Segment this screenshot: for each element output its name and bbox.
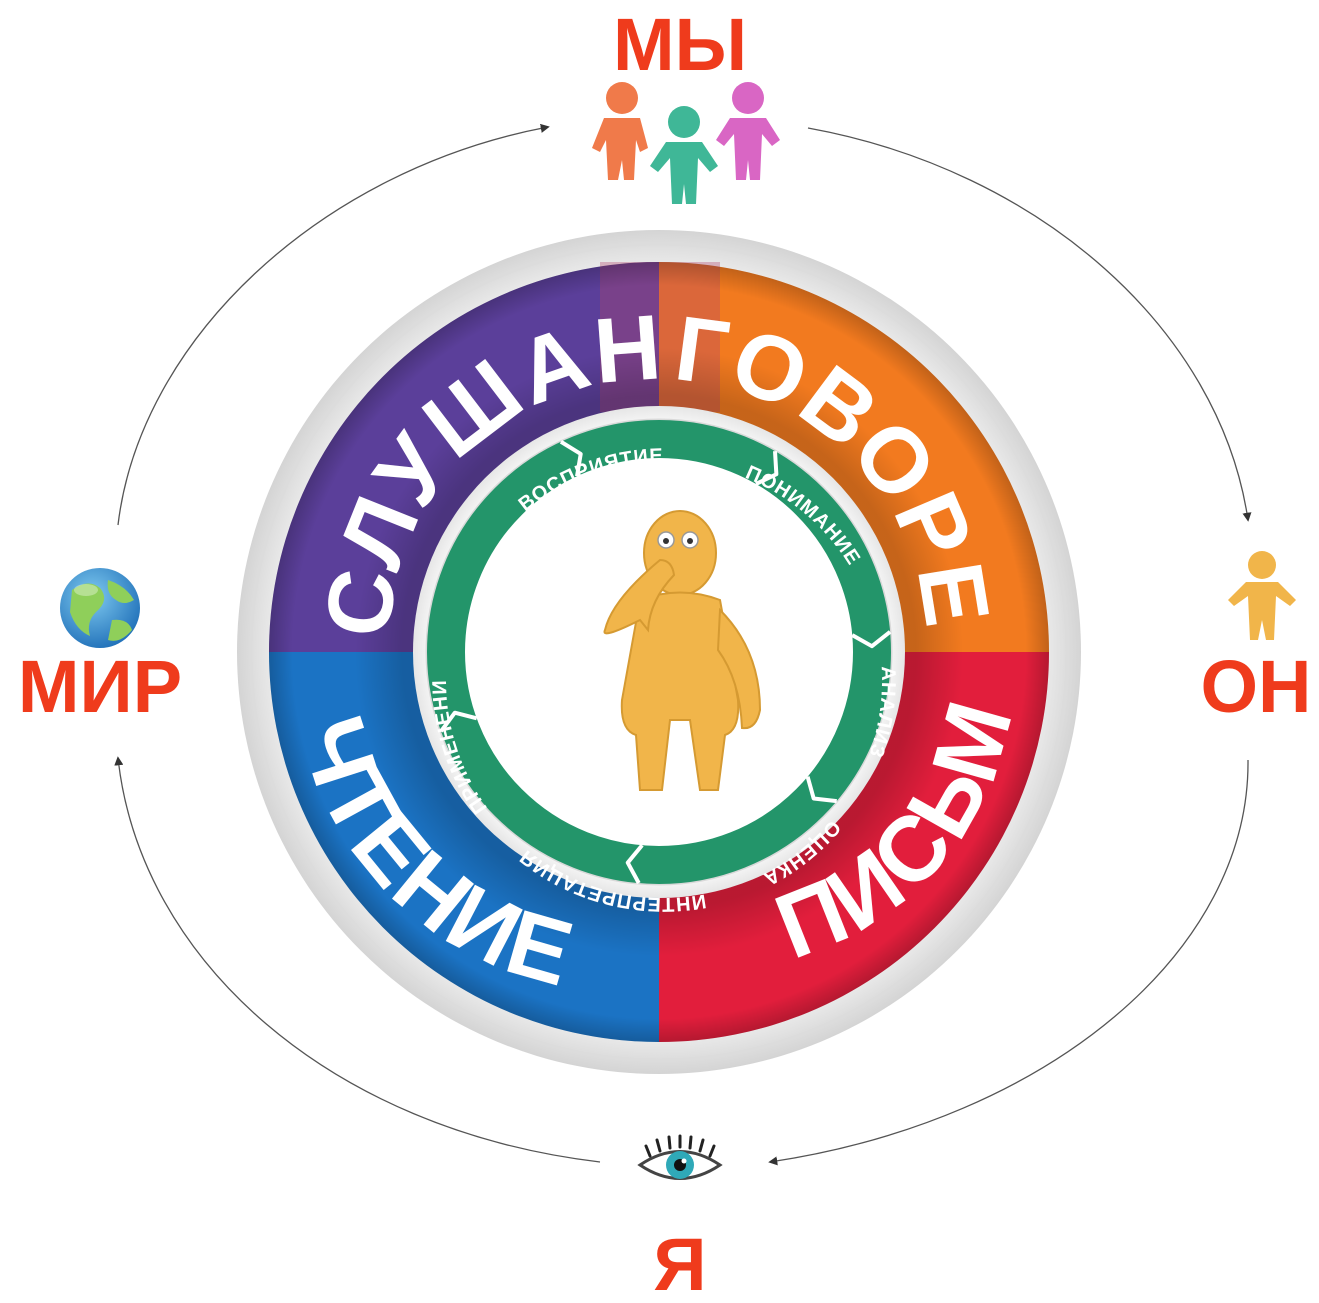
process-dividers (439, 440, 892, 885)
node-label-ya: Я (653, 1223, 706, 1303)
arrow-my-to-on (807, 127, 1252, 522)
arrow-ya-to-mir (114, 756, 601, 1163)
arrow-mir-to-my (117, 123, 550, 526)
process-divider-4 (625, 843, 644, 885)
thinking-figure-icon (603, 510, 762, 791)
node-label-my: МЫ (613, 3, 747, 86)
outer-white-ring-edge (249, 242, 1069, 1062)
process-divider-1 (755, 450, 779, 486)
process-divider-3 (805, 776, 837, 804)
process-divider-2 (851, 630, 892, 649)
process-ring (427, 420, 891, 884)
person-icon (1228, 551, 1296, 640)
people-group-icon (592, 82, 780, 204)
eye-icon (637, 1134, 723, 1180)
globe-icon (60, 568, 140, 648)
process-divider-0 (559, 440, 583, 477)
node-label-on: ОН (1201, 645, 1312, 728)
cycle-arrows (114, 123, 1252, 1166)
arrow-on-to-ya (768, 759, 1249, 1166)
process-divider-5 (439, 710, 478, 733)
node-label-mir: МИР (18, 645, 182, 728)
